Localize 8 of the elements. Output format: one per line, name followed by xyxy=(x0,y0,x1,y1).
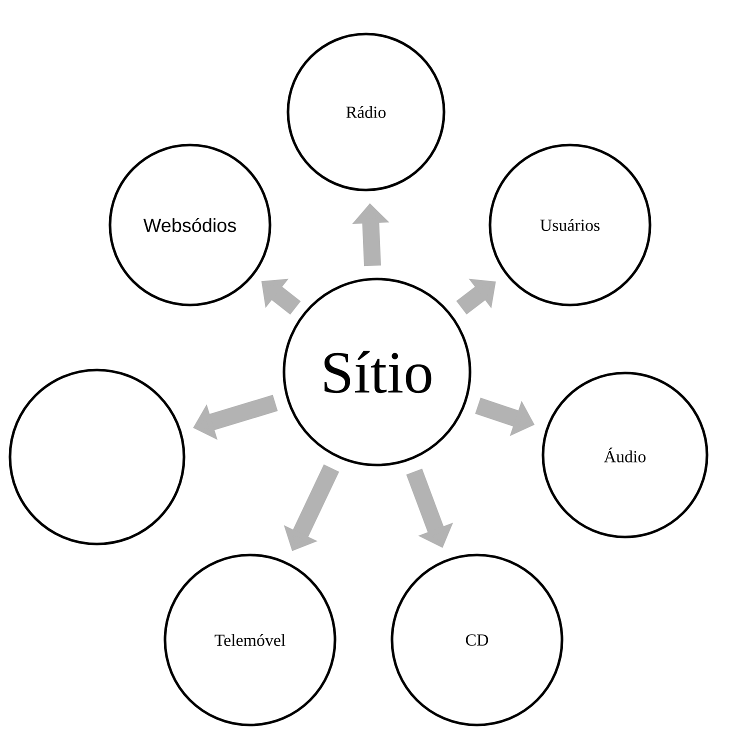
circle-node: Rádio xyxy=(286,32,446,192)
circle-node: Usuários xyxy=(488,144,652,306)
circle-node: Websódios xyxy=(108,144,272,306)
circle-node xyxy=(8,368,186,546)
circle-node: Áudio xyxy=(542,372,708,538)
circle-node: Sítio xyxy=(282,278,472,466)
circle-node: CD xyxy=(390,554,564,726)
circle-node: Telemóvel xyxy=(164,554,336,726)
